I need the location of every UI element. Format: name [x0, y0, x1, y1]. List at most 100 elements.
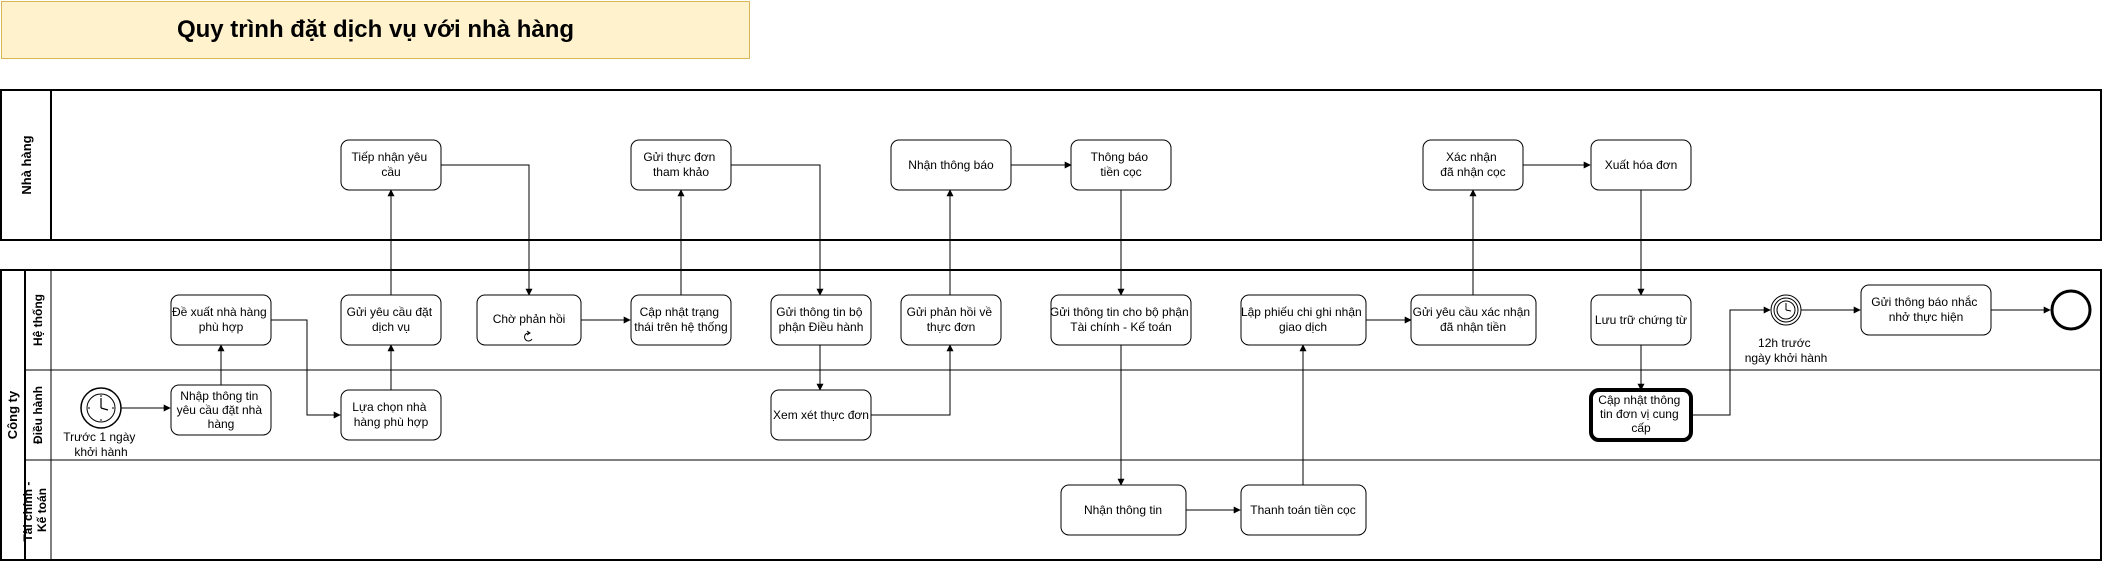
- task-send-service-request-l1: Gửi yêu cầu đặt: [347, 305, 433, 319]
- svg-text:Lựa chọn nhà hàng phù hợ: Lựa chọn nhà hàng phù hợp: [352, 400, 429, 429]
- task-send-menu-feedback-l1: Gửi phản hồi về: [907, 305, 993, 319]
- task-choose-restaurant[interactable]: Lựa chọn nhà hàng phù hợp: [340, 389, 442, 441]
- task-propose-restaurant[interactable]: Đề xuất nhà hàng phù hợp: [170, 294, 272, 346]
- svg-text:Đề xuất nhà hàng phù hợp: Đề xuất nhà hàng phù hợp: [172, 305, 270, 334]
- task-update-supplier-info[interactable]: Cập nhật thông tin đơn vị cung cấp: [1589, 388, 1693, 442]
- loop-icon: [524, 330, 533, 342]
- svg-text:Lưu trữ chứng từ: Lưu trữ chứng từ: [1595, 313, 1687, 327]
- task-send-reminder-l1: Gửi thông báo nhắc: [1871, 294, 1977, 309]
- task-receive-info[interactable]: Nhận thông tin: [1060, 484, 1187, 536]
- task-pay-deposit[interactable]: Thanh toán tiền cọc: [1240, 484, 1367, 536]
- task-update-status-l1: Cập nhật trạng: [640, 305, 719, 319]
- svg-text:Nhận thông tin: Nhận thông tin: [1084, 503, 1162, 517]
- clock-icon: [86, 393, 116, 423]
- task-choose-restaurant-l2: hàng phù hợp: [354, 415, 429, 429]
- task-wait-response[interactable]: Chờ phản hồi: [476, 294, 582, 346]
- svg-text:Cập nhật thông tin đơn v: Cập nhật thông tin đơn vị cung cấp: [1598, 393, 1683, 435]
- svg-text:Xem xét thực đơn: Xem xét thực đơn: [773, 408, 869, 422]
- start-timer-event[interactable]: Trước 1 ngày khởi hành: [63, 387, 139, 459]
- connectors: [121, 161, 2051, 514]
- lane-system-label: Hệ thống: [31, 294, 45, 346]
- task-send-info-operations[interactable]: Gửi thông tin bộ phận Điều hành: [770, 294, 872, 346]
- svg-text:Gửi thông báo nhắc nhở t: Gửi thông báo nhắc nhở thực hiện: [1871, 294, 1980, 324]
- reminder-timer-label-2: ngày khởi hành: [1745, 351, 1828, 365]
- task-send-reminder-l2: nhở thực hiện: [1889, 310, 1964, 324]
- task-update-status[interactable]: Cập nhật trạng thái trên hệ thống: [630, 294, 732, 346]
- task-send-service-request-l2: dịch vụ: [372, 320, 410, 334]
- reminder-timer-label-1: 12h trước: [1758, 336, 1811, 350]
- task-deposit-notice[interactable]: Thông báo tiền cọc: [1070, 139, 1172, 191]
- task-wait-response-l1: Chờ phản hồi: [493, 312, 566, 326]
- task-propose-restaurant-l2: phù hợp: [199, 320, 244, 334]
- svg-text:Cập nhật trạng thái trên: Cập nhật trạng thái trên hệ thống: [634, 305, 727, 334]
- reminder-timer-event[interactable]: 12h trước ngày khởi hành: [1745, 294, 1828, 365]
- task-receive-info-l1: Nhận thông tin: [1084, 503, 1162, 517]
- task-receive-request[interactable]: Tiếp nhận yêu cầu: [340, 139, 442, 191]
- task-store-documents-l1: Lưu trữ chứng từ: [1595, 313, 1687, 327]
- task-send-info-finance-l2: Tài chính - Kế toán: [1070, 320, 1171, 334]
- task-send-reference-menu-l1: Gửi thực đơn: [643, 150, 715, 164]
- task-update-supplier-info-l2: tin đơn vị cung: [1600, 407, 1679, 421]
- svg-text:Lập phiếu chi ghi nhận g: Lập phiếu chi ghi nhận giao dịch: [1241, 305, 1365, 334]
- clock-icon: [1776, 300, 1796, 320]
- task-receive-request-l2: cầu: [381, 165, 400, 179]
- task-send-menu-feedback-l2: thực đơn: [927, 320, 976, 334]
- task-deposit-notice-l2: tiền cọc: [1100, 165, 1141, 179]
- svg-text:Gửi phản hồi về thực đơn: Gửi phản hồi về thực đơn: [907, 305, 996, 334]
- task-send-info-finance-l1: Gửi thông tin cho bộ phận: [1050, 305, 1189, 319]
- task-create-expense-slip-l2: giao dịch: [1279, 320, 1327, 334]
- lane-finance-label-1: Tài chính -: [21, 482, 35, 542]
- lane-operations-label: Điều hành: [31, 386, 45, 444]
- start-timer-label-2: khởi hành: [74, 445, 127, 459]
- task-create-expense-slip-l1: Lập phiếu chi ghi nhận: [1241, 305, 1362, 319]
- svg-text:Tiếp nhận yêu cầu: Tiếp nhận yêu cầu: [352, 150, 431, 179]
- task-send-reference-menu-l2: tham khảo: [653, 165, 709, 179]
- task-send-info-operations-l1: Gửi thông tin bộ: [776, 305, 862, 319]
- task-send-info-finance[interactable]: Gửi thông tin cho bộ phận Tài chính - Kế…: [1050, 294, 1192, 346]
- task-confirm-deposit-l2: đã nhận cọc: [1440, 165, 1505, 179]
- svg-text:Gửi thông tin bộ phận Đi: Gửi thông tin bộ phận Điều hành: [776, 305, 865, 334]
- title-box: Quy trình đặt dịch vụ với nhà hàng: [1, 1, 750, 59]
- end-event[interactable]: [2050, 289, 2092, 331]
- task-review-menu[interactable]: Xem xét thực đơn: [770, 389, 872, 441]
- task-update-status-l2: thái trên hệ thống: [634, 320, 727, 334]
- task-propose-restaurant-l1: Đề xuất nhà hàng: [172, 305, 267, 319]
- task-store-documents[interactable]: Lưu trữ chứng từ: [1590, 294, 1692, 346]
- diagram-title: Quy trình đặt dịch vụ với nhà hàng: [176, 16, 575, 43]
- task-send-service-request[interactable]: Gửi yêu cầu đặt dịch vụ: [340, 294, 442, 346]
- svg-text:Nhận thông báo: Nhận thông báo: [908, 158, 994, 172]
- lane-finance-label: Tài chính - Kế toán: [21, 478, 49, 541]
- task-send-confirm-request-l1: Gửi yêu cầu xác nhận: [1413, 305, 1530, 319]
- svg-text:Gửi yêu cầu xác nhận đã: Gửi yêu cầu xác nhận đã nhận tiền: [1413, 305, 1534, 334]
- svg-text:Trước 1 ngày khởi hành: Trước 1 ngày khởi hành: [63, 430, 139, 459]
- svg-text:12h trước ngày khởi hành: 12h trước ngày khởi hành: [1745, 336, 1828, 365]
- task-enter-request-info[interactable]: Nhập thông tin yêu cầu đặt nhà hàng: [170, 384, 272, 436]
- svg-text:Gửi yêu cầu đặt dịch vụ: Gửi yêu cầu đặt dịch vụ: [347, 305, 436, 334]
- lane-finance-label-2: Kế toán: [35, 488, 49, 532]
- task-issue-invoice[interactable]: Xuất hóa đơn: [1590, 139, 1692, 191]
- task-review-menu-l1: Xem xét thực đơn: [773, 408, 869, 422]
- task-confirm-deposit[interactable]: Xác nhận đã nhận cọc: [1422, 139, 1524, 191]
- task-update-supplier-info-l3: cấp: [1631, 421, 1651, 435]
- task-send-reminder[interactable]: Gửi thông báo nhắc nhở thực hiện: [1860, 284, 1992, 336]
- task-deposit-notice-l1: Thông báo: [1091, 150, 1149, 164]
- task-pay-deposit-l1: Thanh toán tiền cọc: [1250, 503, 1355, 517]
- task-send-confirm-request-l2: đã nhận tiền: [1440, 320, 1506, 334]
- svg-text:Chờ phản hồi: Chờ phản hồi: [493, 312, 566, 326]
- svg-text:Thông báo tiền cọc: Thông báo tiền cọc: [1091, 150, 1152, 179]
- svg-text:Gửi thông tin cho bộ phận: Gửi thông tin cho bộ phận Tài chính - Kế…: [1050, 305, 1192, 334]
- task-receive-request-l1: Tiếp nhận yêu: [352, 150, 428, 164]
- task-send-menu-feedback[interactable]: Gửi phản hồi về thực đơn: [900, 294, 1002, 346]
- task-send-confirm-request[interactable]: Gửi yêu cầu xác nhận đã nhận tiền: [1410, 294, 1537, 346]
- task-confirm-deposit-l1: Xác nhận: [1446, 150, 1497, 164]
- task-send-reference-menu[interactable]: Gửi thực đơn tham khảo: [630, 139, 732, 191]
- task-enter-request-info-l3: hàng: [208, 417, 235, 431]
- svg-text:Gửi thực đơn tham khảo: Gửi thực đơn tham khảo: [643, 150, 718, 179]
- task-issue-invoice-l1: Xuất hóa đơn: [1605, 158, 1678, 172]
- task-send-info-operations-l2: phận Điều hành: [779, 320, 864, 334]
- task-receive-notice[interactable]: Nhận thông báo: [890, 139, 1012, 191]
- task-choose-restaurant-l1: Lựa chọn nhà: [352, 400, 426, 414]
- task-create-expense-slip[interactable]: Lập phiếu chi ghi nhận giao dịch: [1240, 294, 1367, 346]
- task-update-supplier-info-l1: Cập nhật thông: [1598, 393, 1680, 407]
